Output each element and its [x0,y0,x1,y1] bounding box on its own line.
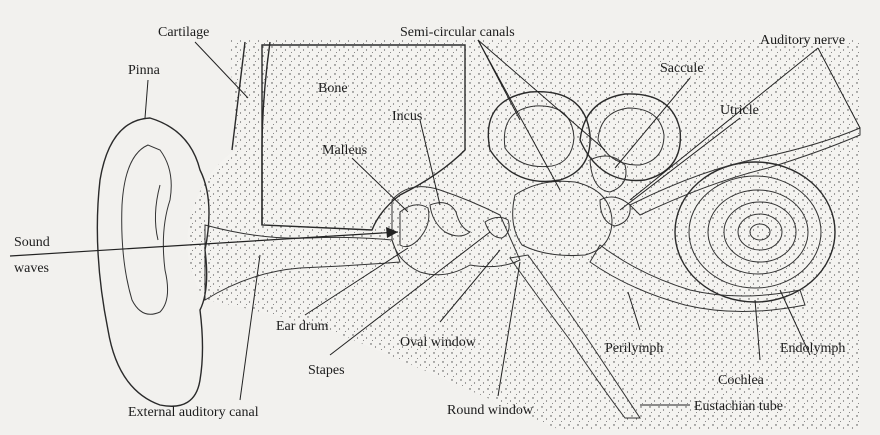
label-incus: Incus [392,109,422,124]
label-perilymph: Perilymph [605,341,663,356]
label-semicircular-canals: Semi-circular canals [400,25,515,40]
label-pinna: Pinna [128,63,161,78]
label-oval-window: Oval window [400,335,477,350]
label-cochlea: Cochlea [718,373,765,388]
label-cartilage: Cartilage [158,25,209,40]
label-external-auditory-canal: External auditory canal [128,405,259,420]
label-round-window: Round window [447,403,534,418]
pinna-ridge [155,185,160,240]
label-auditory-nerve: Auditory nerve [760,33,845,48]
label-malleus: Malleus [322,143,367,158]
label-utricle: Utricle [720,103,759,118]
label-waves: waves [14,261,49,276]
temporal-bone-region [187,40,860,430]
label-stapes: Stapes [308,363,345,378]
label-ear-drum: Ear drum [276,319,329,334]
label-saccule: Saccule [660,61,704,76]
label-endolymph: Endolymph [780,341,845,356]
pinna-inner-fold [122,145,172,314]
label-sound: Sound [14,235,50,250]
label-eustachian-tube: Eustachian tube [694,399,783,414]
label-bone: Bone [318,81,348,96]
